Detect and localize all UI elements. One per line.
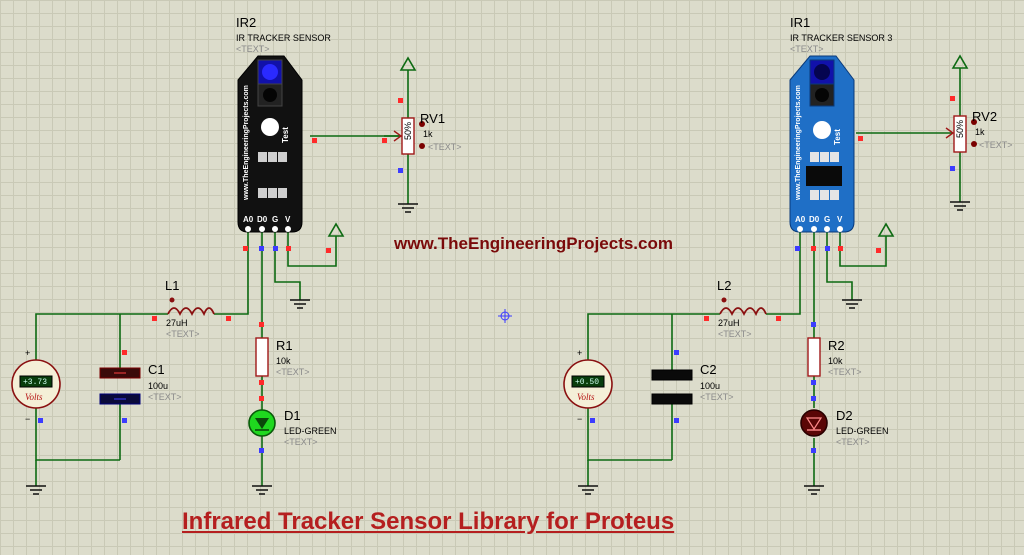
r2-value-label: 10k	[828, 356, 843, 366]
ir1-text-label: <TEXT>	[790, 44, 824, 54]
c1-value-label: 100u	[148, 381, 168, 391]
pin-g-label: G	[272, 215, 278, 224]
inductor-l1[interactable]	[167, 297, 215, 317]
voltmeter-left-unit: Volts	[25, 392, 43, 402]
ir-sensor-ir2[interactable]: Test www.TheEngineeringProjects.com A0 D…	[237, 55, 303, 233]
resistor-r1[interactable]	[255, 337, 269, 377]
led-d1[interactable]	[248, 409, 276, 437]
rv2-value-label: 1k	[975, 127, 985, 137]
potentiometer-rv1[interactable]: 50%	[384, 117, 425, 155]
led-d2[interactable]	[800, 409, 828, 437]
potentiometer-rv2[interactable]: 50%	[945, 115, 977, 153]
d1-text-label: <TEXT>	[284, 437, 318, 447]
website-watermark: www.TheEngineeringProjects.com	[394, 234, 673, 253]
pin-a0-label: A0	[795, 215, 806, 224]
c1-text-label: <TEXT>	[148, 392, 182, 402]
r1-value-label: 10k	[276, 356, 291, 366]
d2-text-label: <TEXT>	[836, 437, 870, 447]
pin-a0-label: A0	[243, 215, 254, 224]
r2-text-label: <TEXT>	[828, 367, 862, 377]
rv1-ref-label: RV1	[420, 111, 445, 126]
voltmeter-left[interactable]: +3.73 Volts	[11, 359, 61, 409]
r1-ref-label: R1	[276, 338, 293, 353]
c2-text-label: <TEXT>	[700, 392, 734, 402]
ir-sensor-ir1[interactable]: Test www.TheEngineeringProjects.com A0 D…	[789, 55, 855, 233]
right-grounds	[578, 201, 970, 495]
rv2-text-label: <TEXT>	[979, 140, 1013, 150]
c2-ref-label: C2	[700, 362, 717, 377]
voltmeter-left-minus: −	[25, 414, 30, 424]
inductor-l2[interactable]	[719, 297, 767, 317]
rv1-percent: 50%	[403, 122, 413, 140]
left-power-terminals	[327, 56, 417, 237]
r1-text-label: <TEXT>	[276, 367, 310, 377]
d1-type-label: LED-GREEN	[284, 426, 337, 436]
ir2-name-label: IR TRACKER SENSOR	[236, 33, 331, 43]
right-power-terminals	[877, 54, 969, 237]
pin-g-label: G	[824, 215, 830, 224]
capacitor-c2[interactable]	[651, 369, 693, 405]
voltmeter-right[interactable]: +0.50 Volts	[563, 359, 613, 409]
voltmeter-left-plus: +	[25, 348, 30, 358]
c1-ref-label: C1	[148, 362, 165, 377]
d2-ref-label: D2	[836, 408, 853, 423]
l1-text-label: <TEXT>	[166, 329, 200, 339]
ir2-text-label: <TEXT>	[236, 44, 270, 54]
pin-d0-label: D0	[809, 215, 820, 224]
l2-text-label: <TEXT>	[718, 329, 752, 339]
ir2-ref-label: IR2	[236, 15, 256, 30]
rv1-text-label: <TEXT>	[428, 142, 462, 152]
r2-ref-label: R2	[828, 338, 845, 353]
l2-value-label: 27uH	[718, 318, 740, 328]
voltmeter-right-reading: +0.50	[575, 378, 599, 387]
d2-type-label: LED-GREEN	[836, 426, 889, 436]
l1-ref-label: L1	[165, 278, 179, 293]
figure-caption: Infrared Tracker Sensor Library for Prot…	[182, 508, 675, 535]
rv1-value-label: 1k	[423, 129, 433, 139]
sensor-brand-text: www.TheEngineeringProjects.com	[795, 85, 802, 201]
sensor-brand-text: www.TheEngineeringProjects.com	[243, 85, 250, 201]
test-pin-label: Test	[281, 127, 290, 143]
left-wires	[35, 70, 409, 486]
capacitor-c1[interactable]	[99, 367, 141, 405]
right-wires	[587, 68, 961, 486]
ir1-ref-label: IR1	[790, 15, 810, 30]
pin-v-label: V	[285, 215, 291, 224]
voltmeter-right-unit: Volts	[577, 392, 595, 402]
voltmeter-left-reading: +3.73	[23, 378, 47, 387]
voltmeter-right-minus: −	[577, 414, 582, 424]
pin-v-label: V	[837, 215, 843, 224]
ir1-name-label: IR TRACKER SENSOR 3	[790, 33, 892, 43]
l2-ref-label: L2	[717, 278, 731, 293]
rv2-ref-label: RV2	[972, 109, 997, 124]
c2-value-label: 100u	[700, 381, 720, 391]
rv2-percent: 50%	[955, 120, 965, 138]
test-pin-label: Test	[833, 129, 842, 145]
pin-markers	[38, 96, 955, 453]
voltmeter-right-plus: +	[577, 348, 582, 358]
origin-marker	[498, 309, 512, 323]
resistor-r2[interactable]	[807, 337, 821, 377]
l1-value-label: 27uH	[166, 318, 188, 328]
left-grounds	[26, 203, 418, 495]
pin-d0-label: D0	[257, 215, 268, 224]
d1-ref-label: D1	[284, 408, 301, 423]
